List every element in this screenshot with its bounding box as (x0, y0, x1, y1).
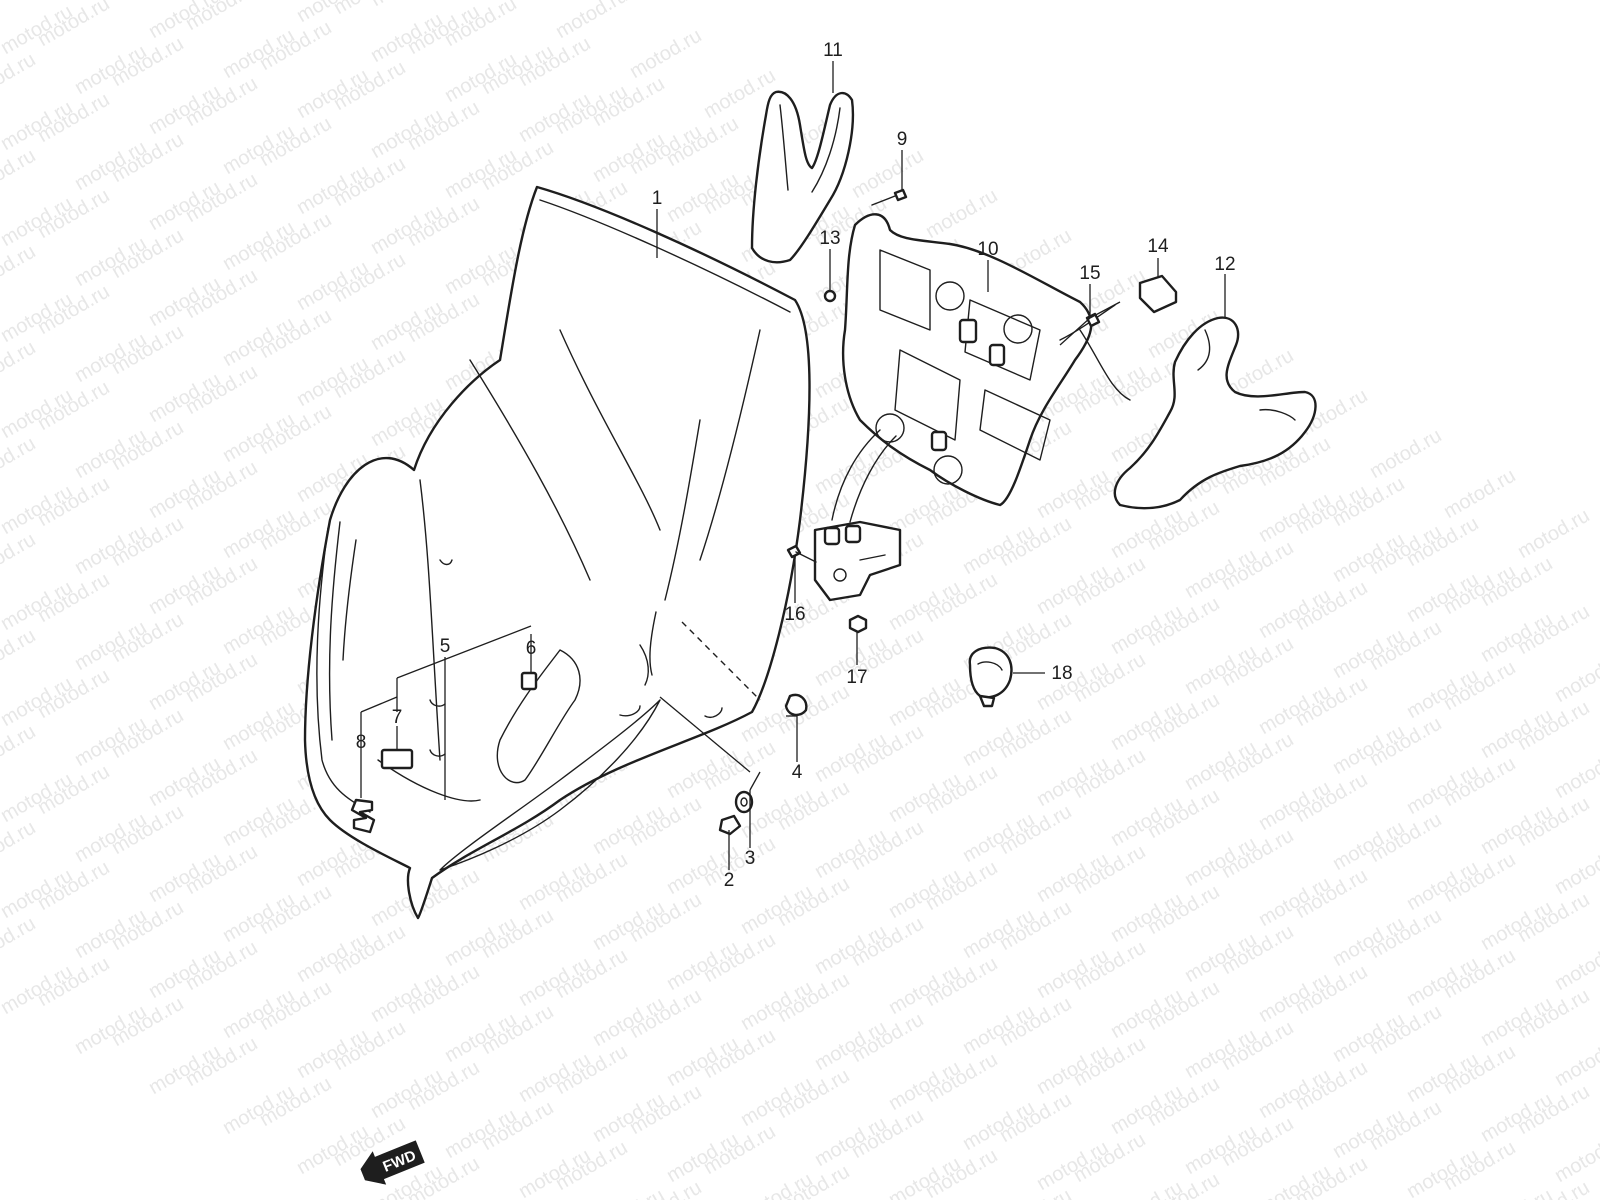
callout-5: 5 (440, 636, 451, 657)
callout-1: 1 (652, 188, 663, 209)
bolt-part-2 (718, 814, 742, 836)
washer-part-3 (734, 790, 754, 814)
callout-11: 11 (823, 40, 843, 61)
callout-8: 8 (356, 732, 367, 753)
frame-part-10 (841, 213, 1131, 507)
screw-part-15 (1085, 312, 1101, 328)
callout-10: 10 (977, 239, 998, 260)
callout-13: 13 (819, 228, 840, 249)
screw-part-16 (786, 544, 802, 559)
callout-17: 17 (846, 667, 867, 688)
screw-part-9 (893, 188, 908, 202)
callout-6: 6 (526, 638, 537, 659)
actuator-assembly (813, 429, 902, 602)
grommet-part-4 (784, 693, 808, 717)
bracket-part-11 (750, 90, 855, 264)
leader-lines (360, 61, 1226, 870)
callout-15: 15 (1079, 263, 1100, 284)
callout-4: 4 (792, 762, 803, 783)
label-part-7 (380, 748, 414, 770)
label-part-6 (520, 671, 538, 691)
callout-12: 12 (1214, 254, 1235, 275)
block-part-14 (1138, 274, 1178, 314)
fwd-arrow-badge: FWD (360, 1140, 425, 1185)
callout-3: 3 (745, 848, 756, 869)
bracket-part-12 (1113, 316, 1317, 510)
label-part-8 (350, 798, 376, 834)
callout-2: 2 (724, 870, 735, 891)
callout-18: 18 (1051, 663, 1072, 684)
callout-9: 9 (897, 129, 908, 150)
windscreen-part-1 (303, 185, 811, 920)
nut-part-13 (823, 289, 837, 303)
callout-14: 14 (1147, 236, 1169, 257)
clamp-part-18 (968, 646, 1013, 708)
callout-7: 7 (392, 707, 403, 728)
callout-16: 16 (784, 604, 805, 625)
fwd-arrow-icon (360, 1140, 425, 1185)
nut-part-17 (848, 614, 868, 634)
